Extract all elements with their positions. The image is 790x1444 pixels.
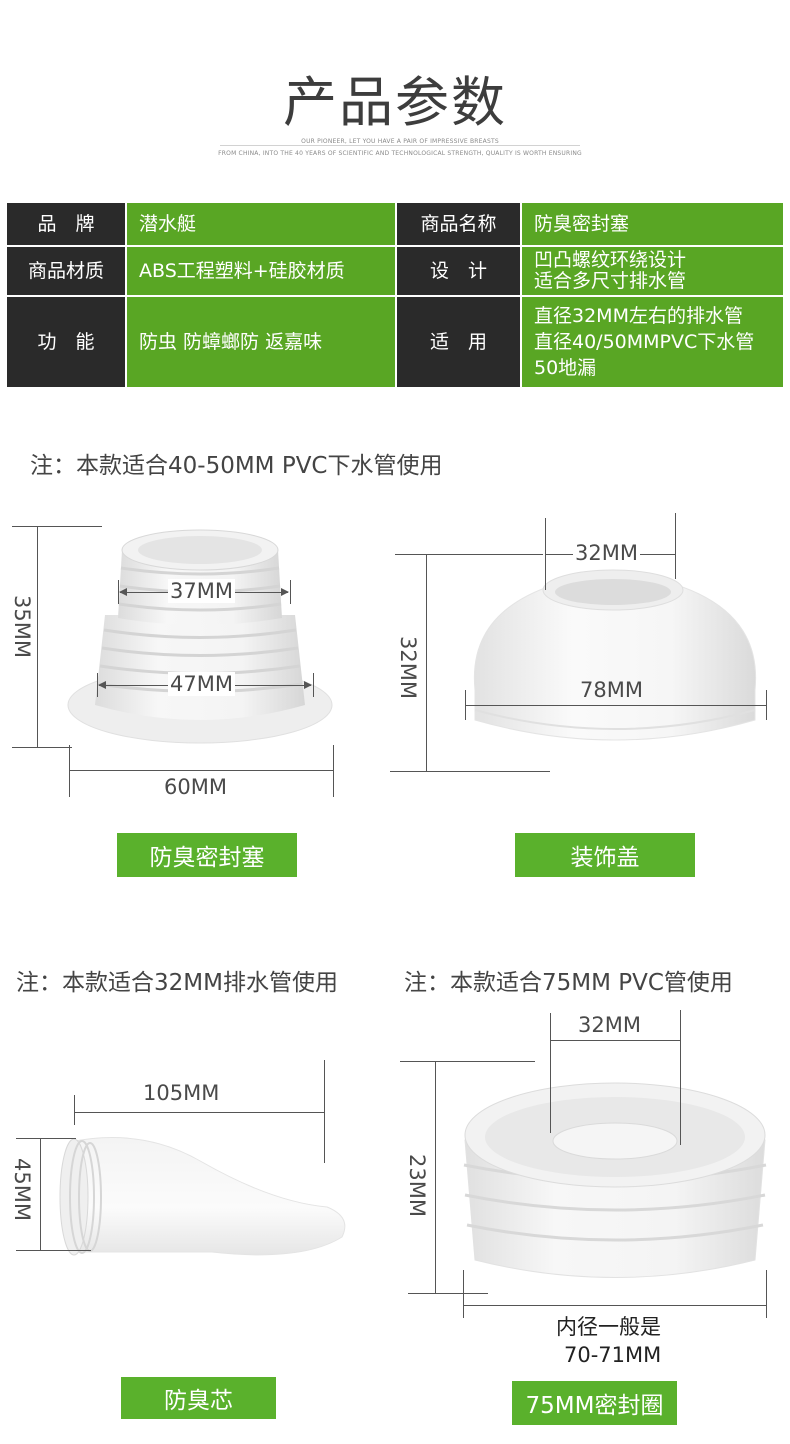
dim-line [313, 673, 314, 697]
spec-label-design: 设 计 [397, 247, 520, 295]
dim-line [550, 1040, 680, 1041]
seal-plug-label: 防臭密封塞 [117, 833, 297, 877]
seal-plug-image [67, 529, 333, 744]
spec-label-brand: 品 牌 [7, 203, 125, 245]
dim-line [69, 770, 333, 771]
spec-label-applicable: 适 用 [397, 297, 520, 387]
dim-line [40, 1138, 41, 1250]
dim-line [16, 1250, 91, 1251]
dim-line [333, 745, 334, 797]
dim-line [675, 513, 676, 579]
ring-inner-note-line-1: 内径一般是 [556, 1315, 661, 1339]
core-length-label: 105MM [143, 1081, 220, 1105]
seal-plug-height-label: 35MM [10, 595, 34, 658]
spec-value-applicable: 直径32MM左右的排水管 直径40/50MMPVC下水管 50地漏 [522, 297, 783, 387]
arrow-right-icon [304, 681, 312, 689]
spec-design-line-1: 凹凸螺纹环绕设计 [534, 249, 687, 271]
dim-line [12, 526, 102, 527]
core-label: 防臭芯 [121, 1377, 276, 1419]
dim-line [37, 526, 38, 748]
dim-line [12, 747, 72, 748]
seal-plug-mid-diameter-label: 47MM [168, 672, 235, 696]
dim-line [463, 1305, 766, 1306]
spec-label-material: 商品材质 [7, 247, 125, 295]
spec-value-design: 凹凸螺纹环绕设计 适合多尺寸排水管 [522, 247, 783, 295]
dim-line [395, 554, 543, 555]
dim-line [69, 745, 70, 797]
ring-image [463, 1082, 767, 1278]
arrow-right-icon [281, 588, 289, 596]
dim-line [463, 1270, 464, 1318]
dim-line [426, 555, 427, 771]
dim-line [400, 1061, 535, 1062]
spec-applicable-line-2: 直径40/50MMPVC下水管 [534, 331, 755, 353]
ring-label: 75MM密封圈 [512, 1381, 677, 1425]
cover-height-label: 32MM [396, 636, 420, 699]
dim-line [74, 1095, 75, 1125]
cover-diameter-label: 78MM [580, 678, 643, 702]
dim-line [16, 1138, 76, 1139]
dim-line [97, 673, 98, 697]
ring-hole-label: 32MM [578, 1013, 641, 1037]
arrow-left-icon [98, 681, 106, 689]
spec-design-line-2: 适合多尺寸排水管 [534, 270, 687, 292]
dim-line [324, 1060, 325, 1163]
subtitle-divider [220, 145, 580, 146]
subtitle-line-1: OUR PIONEER, LET YOU HAVE A PAIR OF IMPR… [301, 138, 499, 145]
page-title: 产品参数 [283, 71, 507, 134]
spec-value-product-name: 防臭密封塞 [522, 203, 783, 245]
seal-plug-base-diameter-label: 60MM [164, 775, 227, 799]
note-seal-plug: 注：本款适合40-50MM PVC下水管使用 [30, 453, 443, 479]
arrow-left-icon [119, 588, 127, 596]
spec-label-function: 功 能 [7, 297, 125, 387]
note-ring: 注：本款适合75MM PVC管使用 [404, 970, 733, 996]
ring-height-label: 23MM [405, 1154, 429, 1217]
spec-label-product-name: 商品名称 [397, 203, 520, 245]
dim-line [766, 1270, 767, 1318]
cover-hole-label: 32MM [573, 541, 640, 565]
dim-line [390, 771, 550, 772]
cover-label: 装饰盖 [515, 833, 695, 877]
dim-line [680, 1010, 681, 1145]
cover-image [473, 569, 757, 741]
dim-line [290, 580, 291, 604]
page-subtitle: OUR PIONEER, LET YOU HAVE A PAIR OF IMPR… [215, 136, 585, 160]
spec-value-brand: 潜水艇 [127, 203, 395, 245]
dim-line [118, 580, 119, 604]
spec-table: 品 牌 潜水艇 商品名称 防臭密封塞 商品材质 ABS工程塑料+硅胶材质 设 计… [7, 203, 783, 387]
dim-line [435, 1062, 436, 1294]
note-core: 注：本款适合32MM排水管使用 [16, 970, 338, 996]
spec-value-function: 防虫 防蟑螂防 返嘉味 [127, 297, 395, 387]
dim-line [465, 705, 767, 706]
spec-applicable-line-1: 直径32MM左右的排水管 [534, 305, 743, 327]
ring-inner-note-line-2: 70-71MM [564, 1343, 662, 1367]
spec-value-material: ABS工程塑料+硅胶材质 [127, 247, 395, 295]
core-image [59, 1137, 346, 1256]
dim-line [74, 1112, 324, 1113]
dim-line [550, 1013, 551, 1133]
spec-applicable-line-3: 50地漏 [534, 357, 597, 379]
subtitle-line-2: FROM CHINA, INTO THE 40 YEARS OF SCIENTI… [218, 150, 582, 157]
core-height-label: 45MM [10, 1158, 34, 1221]
dim-line [408, 1293, 488, 1294]
seal-plug-top-diameter-label: 37MM [168, 579, 235, 603]
